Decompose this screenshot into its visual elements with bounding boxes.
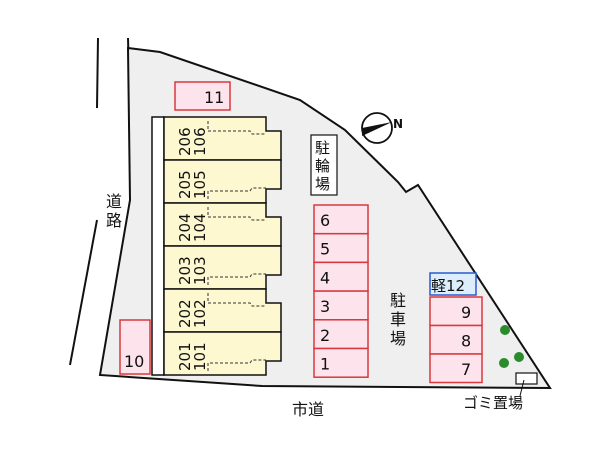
parking-stall bbox=[313, 347, 369, 378]
garbage-area bbox=[515, 372, 538, 385]
unit-number-upper: 202 bbox=[176, 299, 194, 328]
road-label-char: 路 bbox=[106, 211, 122, 230]
parking-stall-label: 9 bbox=[461, 303, 471, 322]
parking-stall-11 bbox=[174, 81, 231, 111]
road-edge-line bbox=[69, 219, 98, 366]
parking-stall-label: 2 bbox=[320, 326, 330, 345]
parking-stall bbox=[429, 324, 483, 355]
north-compass-icon: N bbox=[361, 112, 403, 144]
unit-number-lower: 101 bbox=[191, 342, 209, 371]
tree-icon bbox=[500, 325, 510, 335]
unit-number-lower: 105 bbox=[191, 170, 209, 199]
parking-lot-char: 駐 bbox=[390, 291, 406, 310]
unit-number-upper: 204 bbox=[176, 213, 194, 242]
parking-lot-char: 車 bbox=[390, 310, 406, 329]
bicycle-parking-char: 場 bbox=[315, 175, 330, 193]
parking-stall bbox=[429, 353, 483, 384]
parking-stall bbox=[313, 261, 369, 292]
unit-number-upper: 203 bbox=[176, 256, 194, 285]
unit-number-upper: 205 bbox=[176, 170, 194, 199]
parking-stall-label: 3 bbox=[320, 297, 330, 316]
parking-stall-label: 6 bbox=[320, 211, 330, 230]
bicycle-parking-area bbox=[310, 134, 338, 196]
unit-number-lower: 106 bbox=[191, 127, 209, 156]
road-label-char: 道 bbox=[106, 192, 122, 211]
parking-stall-label: 4 bbox=[320, 268, 330, 287]
bicycle-parking-char: 輪 bbox=[315, 157, 330, 175]
parking-stall bbox=[429, 296, 483, 327]
parking-lot-char: 場 bbox=[390, 329, 406, 348]
unit-number-lower: 102 bbox=[191, 299, 209, 328]
parking-stall-label: 1 bbox=[320, 355, 330, 374]
parking-stall bbox=[313, 204, 369, 235]
tree-icon bbox=[499, 358, 509, 368]
unit-number-upper: 201 bbox=[176, 342, 194, 371]
parking-stall-label: 10 bbox=[124, 352, 144, 371]
unit-number-upper: 206 bbox=[176, 127, 194, 156]
parking-stall-label: 7 bbox=[461, 360, 471, 379]
svg-text:N: N bbox=[393, 117, 403, 131]
road-edge-line bbox=[96, 37, 99, 109]
parking-stall-label: 5 bbox=[320, 240, 330, 259]
unit-number-lower: 104 bbox=[191, 213, 209, 242]
kei-parking-stall bbox=[429, 272, 477, 296]
parking-column-right: 9 8 7 bbox=[429, 296, 483, 384]
garbage-label: ゴミ置場 bbox=[463, 394, 523, 412]
tree-icon bbox=[514, 352, 524, 362]
parking-column-center: 6 5 4 3 2 1 bbox=[313, 204, 369, 378]
parking-stall-label: 11 bbox=[204, 88, 224, 107]
unit-number-lower: 103 bbox=[191, 256, 209, 285]
bicycle-parking-char: 駐 bbox=[315, 139, 330, 157]
garbage-leader-line bbox=[519, 379, 525, 397]
parking-stall bbox=[313, 290, 369, 321]
parking-stall-10 bbox=[119, 319, 151, 375]
kei-stall-label: 軽12 bbox=[431, 277, 465, 295]
city-road-label: 市道 bbox=[292, 400, 324, 419]
parking-stall-label: 8 bbox=[461, 332, 471, 351]
